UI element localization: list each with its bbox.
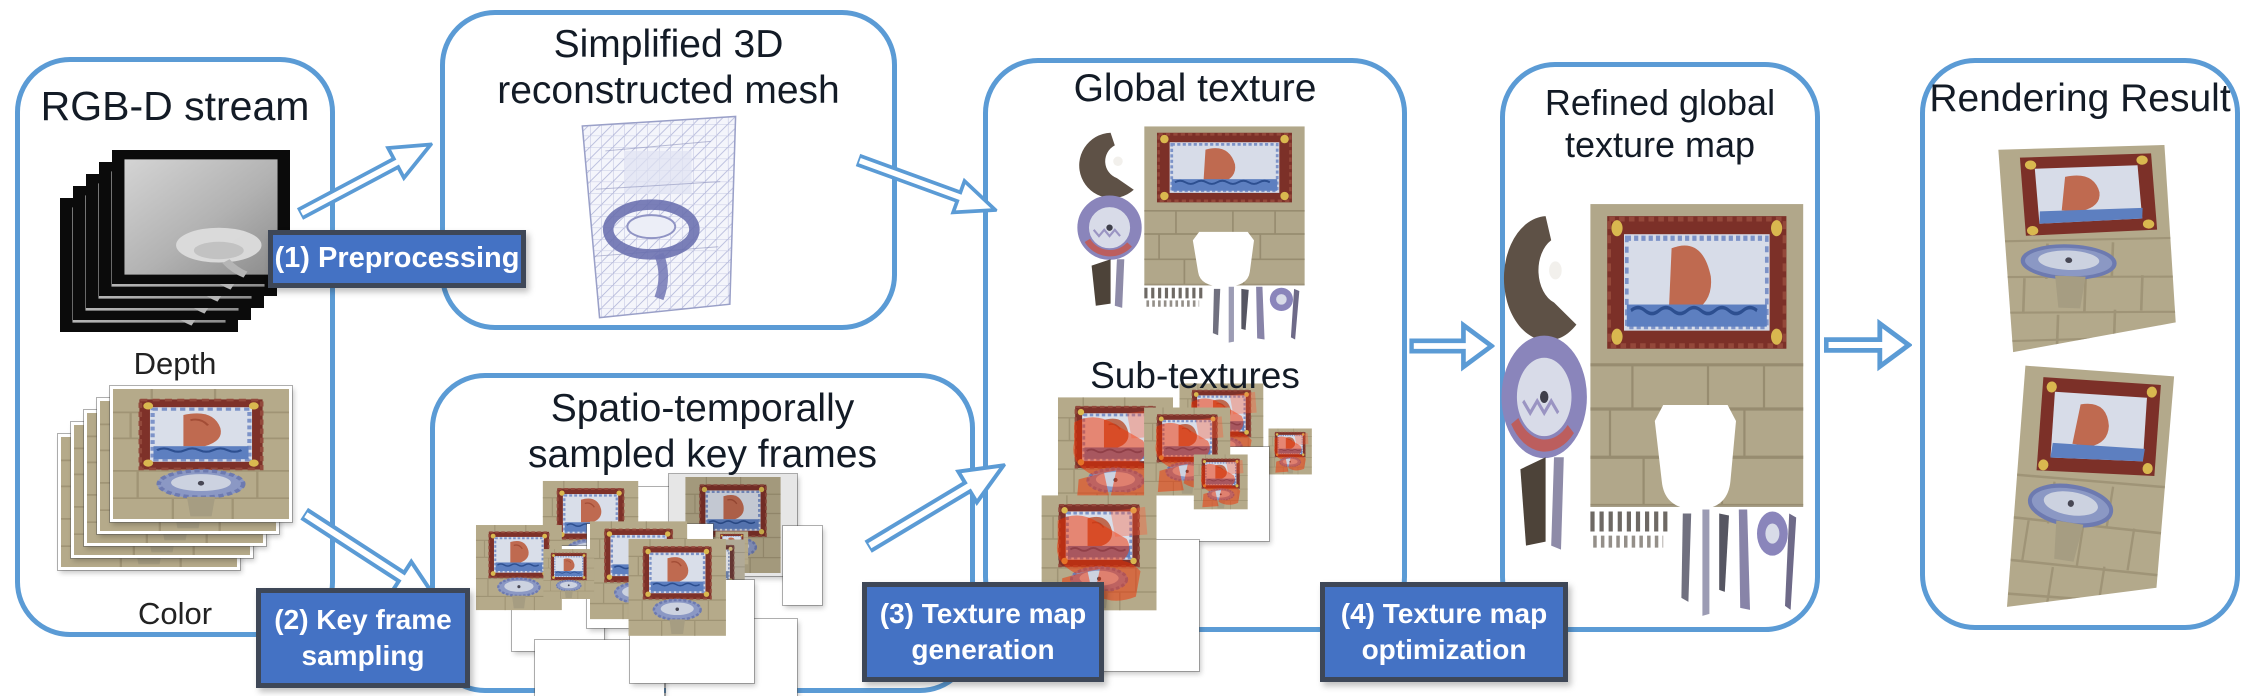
step-badge-line: (1) Preprocessing [274,242,520,275]
step-badge-line: generation [911,634,1055,665]
rendered-view-top [1956,131,2204,369]
rendering-result-title: Rendering Result [1929,77,2231,120]
step-badge-line: (2) Key frame [274,604,452,636]
key-frame-thumbnail [630,580,754,683]
step-badge-texture-map-generation: (3) Texture map generation [862,582,1104,682]
box-refined-texture-map [1500,62,1820,632]
mesh-title: Simplified 3D reconstructed mesh [440,22,897,114]
step-badge-line: optimization [1361,634,1527,665]
sub-textures-title: Sub-textures [1090,355,1300,396]
keyframes-title-line2: sampled key frames [528,433,877,477]
keyframes-title-line1: Spatio-temporally [550,387,855,430]
box-rendering-result [1920,58,2240,630]
refined-title-line1: Refined global [1544,82,1776,123]
depth-frame [112,150,290,284]
global-texture-image [1072,118,1320,350]
step-badge-line: (3) Texture map [879,598,1087,630]
refined-texture-image [1498,188,1820,630]
arrow-texture-to-refined-icon [1408,320,1496,372]
rendered-view-bottom [1955,340,2210,645]
sub-texture-thumbnail [1195,533,1298,588]
color-frame [110,386,292,522]
step-badge-line: sampling [301,640,425,671]
step-badge-keyframe-sampling: (2) Key frame sampling [256,588,470,688]
rgbd-stream-title: RGB-D stream [40,83,310,129]
global-texture-title: Global texture [1073,67,1317,110]
key-frame-thumbnail [783,526,822,605]
sub-texture-thumbnail [1295,500,1353,546]
color-label: Color [137,596,213,631]
reconstructed-mesh-image [567,112,749,324]
box-rgbd-stream [15,57,335,637]
depth-label: Depth [133,346,217,381]
refined-title: Refined global texture map [1500,82,1820,167]
refined-title-line2: texture map [1564,124,1756,166]
arrow-refined-to-rendering-icon [1824,318,1912,372]
mesh-title-line1: Simplified 3D [553,23,784,66]
keyframes-title: Spatio-temporally sampled key frames [430,386,975,478]
mesh-title-line2: reconstructed mesh [497,69,840,113]
step-badge-preprocessing: (1) Preprocessing [268,230,526,288]
step-badge-line: (4) Texture map [1340,598,1548,630]
step-badge-texture-map-optimization: (4) Texture map optimization [1320,582,1568,682]
